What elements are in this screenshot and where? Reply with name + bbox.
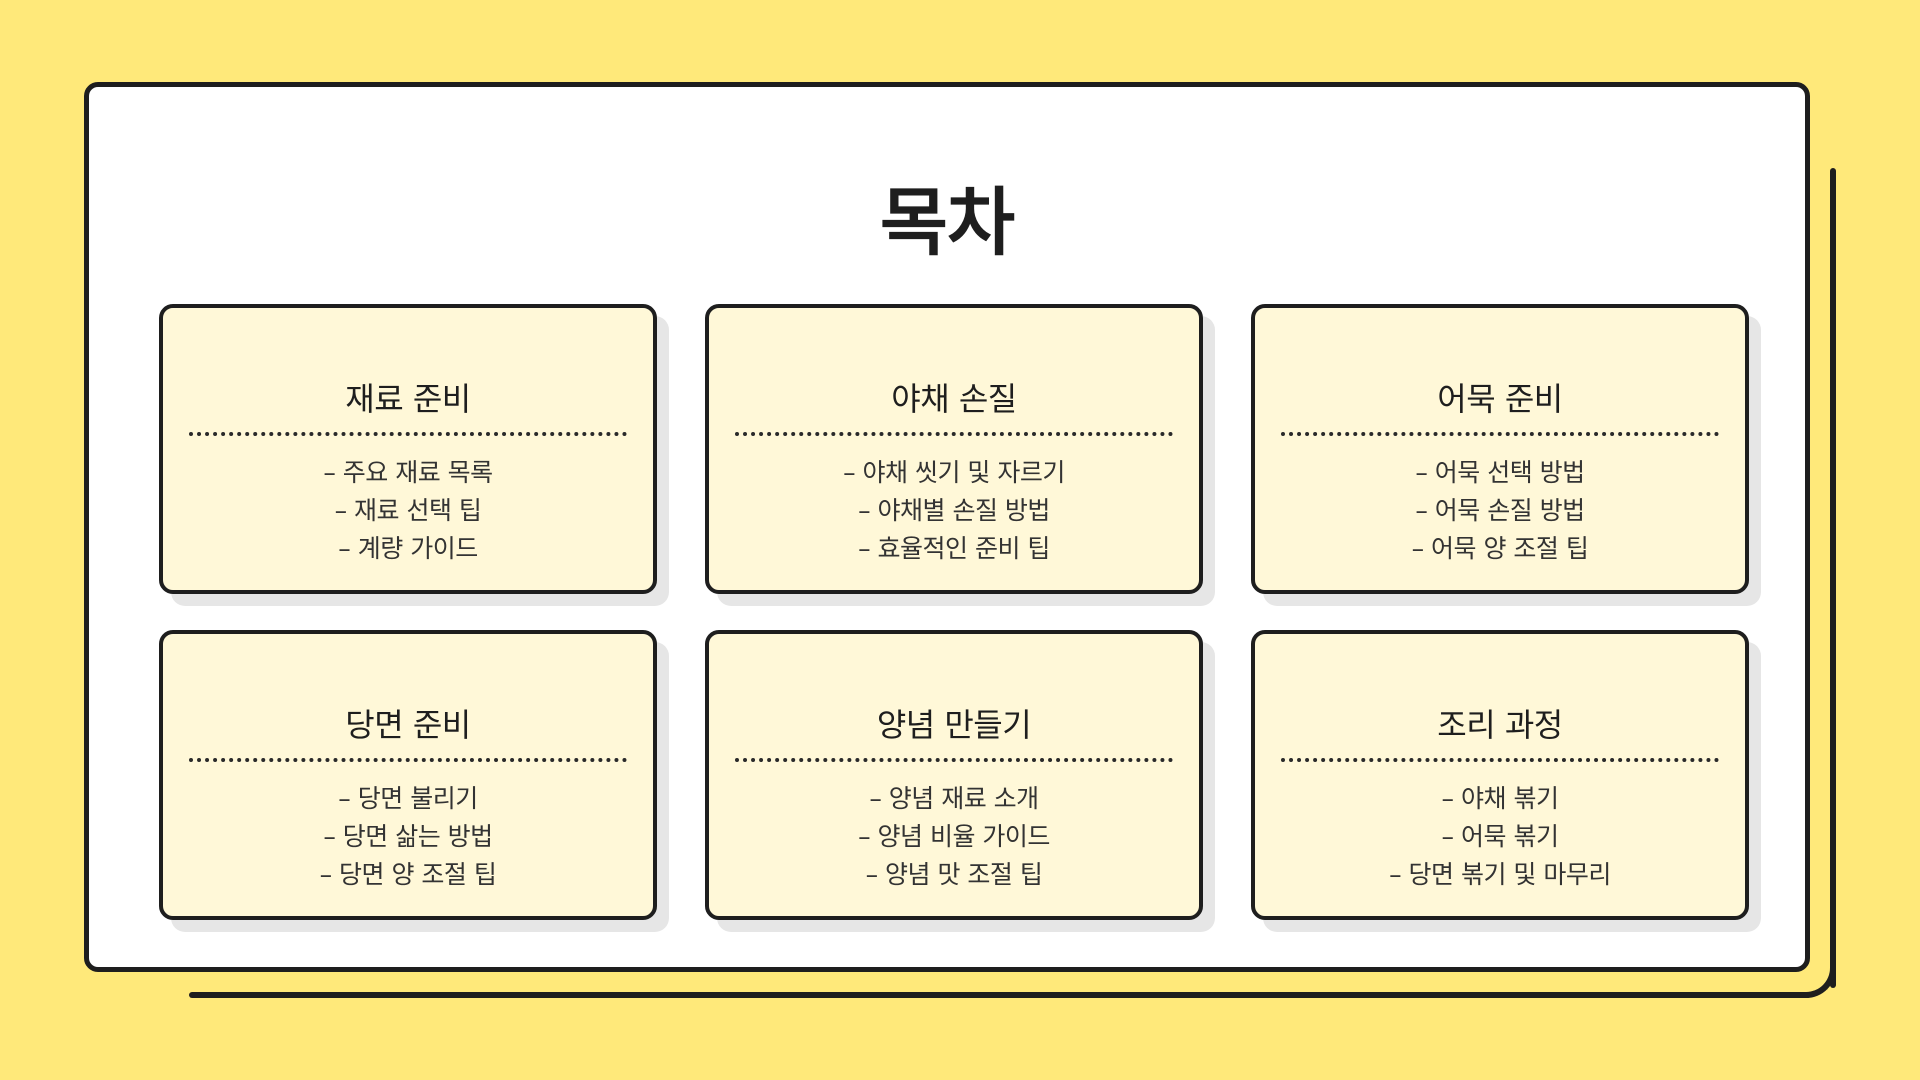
card-title: 어묵 준비 xyxy=(1437,380,1563,418)
list-item: – 당면 불리기 xyxy=(338,784,478,813)
dotted-divider xyxy=(189,758,627,762)
list-item: – 양념 재료 소개 xyxy=(869,784,1039,813)
list-item: – 양념 맛 조절 팁 xyxy=(865,860,1043,889)
card-item-list: – 야채 씻기 및 자르기 – 야채별 손질 방법 – 효율적인 준비 팁 xyxy=(709,454,1199,568)
card-item-list: – 양념 재료 소개 – 양념 비율 가이드 – 양념 맛 조절 팁 xyxy=(709,780,1199,894)
list-item: – 어묵 볶기 xyxy=(1441,822,1559,851)
card-title: 재료 준비 xyxy=(345,380,471,418)
toc-card-cooking: 조리 과정 – 야채 볶기 – 어묵 볶기 – 당면 볶기 및 마무리 xyxy=(1251,630,1749,920)
list-item: – 어묵 양 조절 팁 xyxy=(1411,534,1589,563)
card-title: 당면 준비 xyxy=(345,706,471,744)
dotted-divider xyxy=(735,758,1173,762)
list-item: – 계량 가이드 xyxy=(338,534,478,563)
list-item: – 어묵 선택 방법 xyxy=(1415,458,1585,487)
list-item: – 재료 선택 팁 xyxy=(334,496,482,525)
card-item-list: – 야채 볶기 – 어묵 볶기 – 당면 볶기 및 마무리 xyxy=(1255,780,1745,894)
toc-card-sauce: 양념 만들기 – 양념 재료 소개 – 양념 비율 가이드 – 양념 맛 조절 … xyxy=(705,630,1203,920)
decorative-back-corner xyxy=(1796,958,1836,998)
list-item: – 야채별 손질 방법 xyxy=(858,496,1050,525)
dotted-divider xyxy=(1281,432,1719,436)
page-title: 목차 xyxy=(879,180,1015,266)
toc-card-fishcake: 어묵 준비 – 어묵 선택 방법 – 어묵 손질 방법 – 어묵 양 조절 팁 xyxy=(1251,304,1749,594)
card-item-list: – 어묵 선택 방법 – 어묵 손질 방법 – 어묵 양 조절 팁 xyxy=(1255,454,1745,568)
card-title: 야채 손질 xyxy=(891,380,1017,418)
list-item: – 당면 볶기 및 마무리 xyxy=(1389,860,1611,889)
toc-card-ingredients: 재료 준비 – 주요 재료 목록 – 재료 선택 팁 – 계량 가이드 xyxy=(159,304,657,594)
list-item: – 당면 삶는 방법 xyxy=(323,822,493,851)
toc-card-glass-noodles: 당면 준비 – 당면 불리기 – 당면 삶는 방법 – 당면 양 조절 팁 xyxy=(159,630,657,920)
dotted-divider xyxy=(1281,758,1719,762)
content-frame: 목차 재료 준비 – 주요 재료 목록 – 재료 선택 팁 – 계량 가이드 야… xyxy=(84,82,1810,972)
card-item-list: – 당면 불리기 – 당면 삶는 방법 – 당면 양 조절 팁 xyxy=(163,780,653,894)
card-title: 조리 과정 xyxy=(1437,706,1563,744)
list-item: – 양념 비율 가이드 xyxy=(858,822,1050,851)
toc-grid: 재료 준비 – 주요 재료 목록 – 재료 선택 팁 – 계량 가이드 야채 손… xyxy=(159,304,1749,926)
list-item: – 효율적인 준비 팁 xyxy=(858,534,1050,563)
list-item: – 야채 볶기 xyxy=(1441,784,1559,813)
card-title: 양념 만들기 xyxy=(876,706,1032,744)
list-item: – 어묵 손질 방법 xyxy=(1415,496,1585,525)
toc-card-vegetables: 야채 손질 – 야채 씻기 및 자르기 – 야채별 손질 방법 – 효율적인 준… xyxy=(705,304,1203,594)
list-item: – 주요 재료 목록 xyxy=(323,458,493,487)
decorative-back-line-right xyxy=(1830,168,1836,988)
card-item-list: – 주요 재료 목록 – 재료 선택 팁 – 계량 가이드 xyxy=(163,454,653,568)
list-item: – 야채 씻기 및 자르기 xyxy=(843,458,1065,487)
dotted-divider xyxy=(735,432,1173,436)
decorative-back-line-bottom xyxy=(189,992,1811,998)
list-item: – 당면 양 조절 팁 xyxy=(319,860,497,889)
dotted-divider xyxy=(189,432,627,436)
